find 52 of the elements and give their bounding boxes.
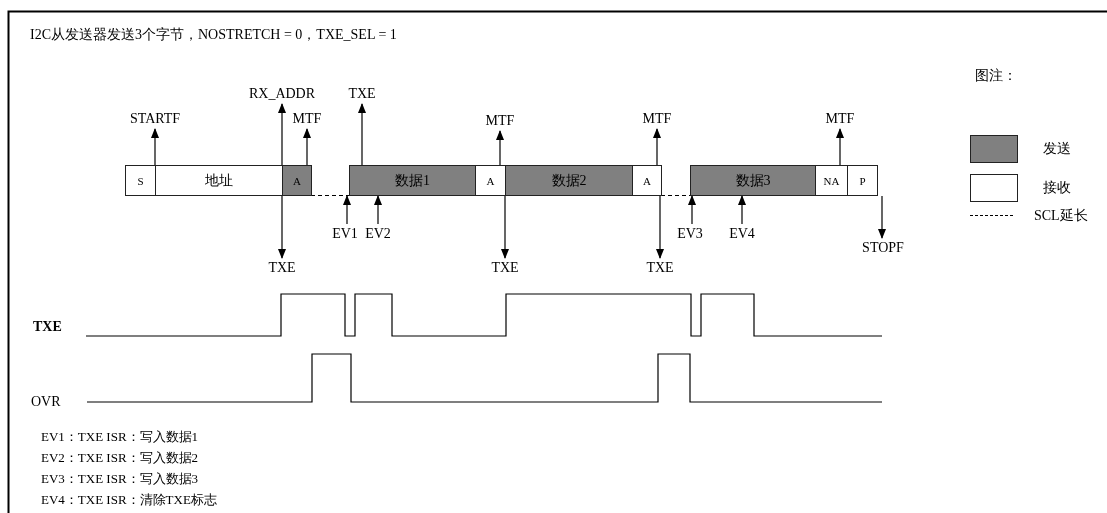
bit-field-box: 数据3 — [690, 165, 816, 196]
bit-field-box: 地址 — [155, 165, 283, 196]
flag-label: MTF — [825, 111, 855, 127]
event-label: EV4 — [729, 226, 755, 242]
arrow — [151, 128, 159, 166]
flag-label: TXE — [646, 260, 674, 276]
arrow — [656, 195, 664, 259]
arrow — [374, 195, 382, 225]
bit-field-box: 数据1 — [349, 165, 476, 196]
flag-label: RX_ADDR — [248, 86, 316, 102]
event-label: EV3 — [677, 226, 703, 242]
arrow — [496, 130, 504, 166]
arrow — [343, 195, 351, 225]
flag-label: STOPF — [862, 240, 904, 256]
bit-field-box: NA — [815, 165, 848, 196]
event-label: EV2 — [365, 226, 391, 242]
arrow — [688, 195, 696, 225]
flag-label: MTF — [485, 113, 515, 129]
scl-stretch-line — [310, 194, 350, 197]
note-text: EV4：TXE ISR：清除TXE标志 — [41, 491, 217, 509]
arrow — [738, 195, 746, 225]
arrow — [653, 128, 661, 166]
note-text: EV2：TXE ISR：写入数据2 — [41, 449, 199, 467]
note-text: EV1：TXE ISR：写入数据1 — [41, 428, 199, 446]
arrow — [501, 195, 509, 259]
flag-label: TXE — [348, 86, 376, 102]
bit-field-box: A — [632, 165, 662, 196]
arrow — [878, 195, 886, 239]
title: I2C从发送器发送3个字节，NOSTRETCH = 0，TXE_SEL = 1 — [30, 26, 397, 44]
bit-field-box: P — [847, 165, 878, 196]
bit-field-box: A — [282, 165, 312, 196]
arrow — [278, 103, 286, 166]
event-label: EV1 — [332, 226, 358, 242]
note-text: EV3：TXE ISR：写入数据3 — [41, 470, 199, 488]
flag-label: STARTF — [129, 111, 181, 127]
arrow — [358, 103, 366, 166]
flag-label: TXE — [268, 260, 296, 276]
flag-label: MTF — [642, 111, 672, 127]
bit-field-box: S — [125, 165, 156, 196]
flag-label: MTF — [292, 111, 322, 127]
legend-text: 接收 — [1043, 179, 1071, 197]
legend-text: SCL延长 — [1034, 207, 1088, 225]
bit-field-box: A — [475, 165, 506, 196]
legend-title: 图注： — [975, 67, 1017, 85]
arrow — [278, 195, 286, 259]
legend-text: 发送 — [1043, 140, 1071, 158]
signal-label: TXE — [33, 319, 62, 335]
signal-label: OVR — [31, 394, 61, 410]
arrow — [303, 128, 311, 166]
arrow — [836, 128, 844, 166]
flag-label: TXE — [491, 260, 519, 276]
bit-field-box: 数据2 — [505, 165, 633, 196]
